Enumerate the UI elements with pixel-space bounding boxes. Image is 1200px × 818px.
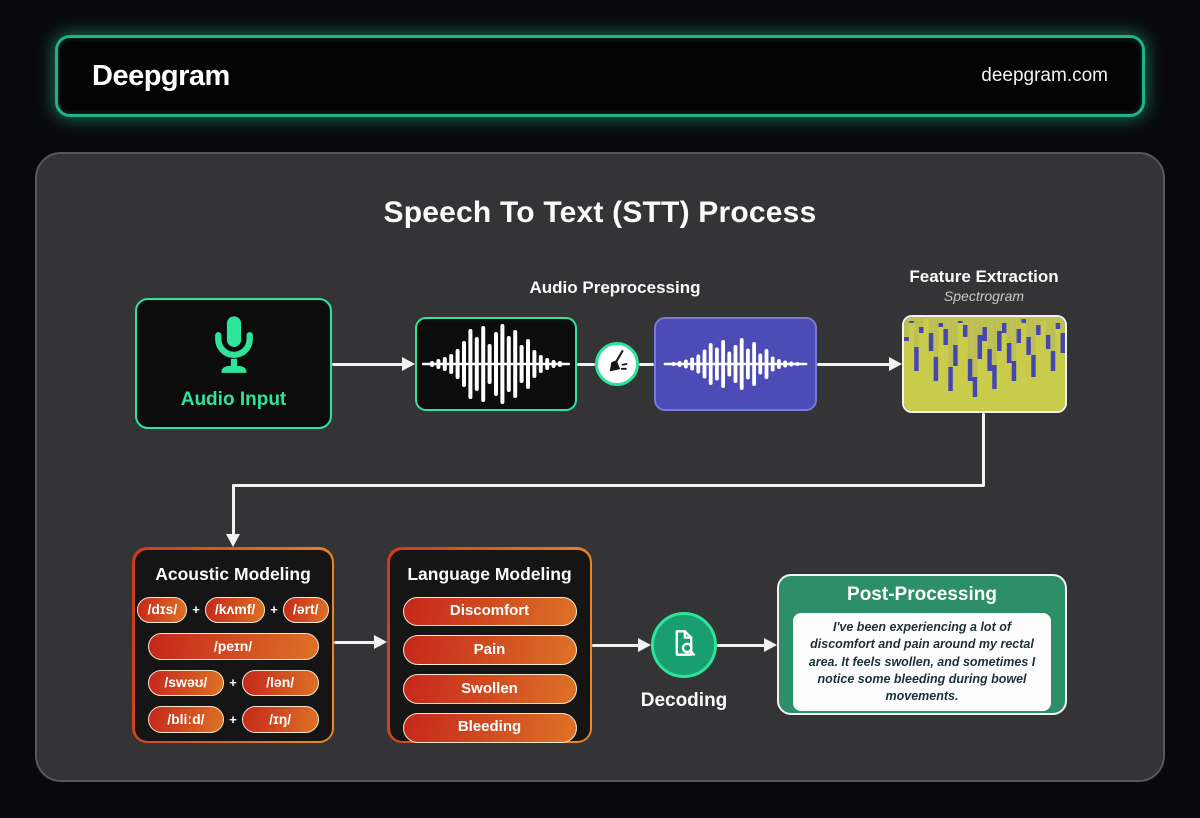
post-processing-box: Post-Processing I've been experiencing a… bbox=[777, 574, 1067, 715]
plus-sign: + bbox=[229, 711, 237, 727]
site-url: deepgram.com bbox=[981, 65, 1108, 86]
broom-icon bbox=[602, 347, 632, 382]
acoustic-modeling-title: Acoustic Modeling bbox=[155, 563, 311, 584]
arrowhead bbox=[226, 534, 240, 547]
arrowhead bbox=[402, 357, 415, 371]
connector-line bbox=[981, 413, 985, 486]
audio-input-box: Audio Input bbox=[135, 298, 332, 429]
decoding-step bbox=[651, 612, 717, 678]
connector-line bbox=[817, 362, 891, 366]
clean-waveform-icon bbox=[656, 319, 815, 409]
phoneme-chip: /swəʊ/ bbox=[147, 669, 225, 696]
raw-waveform-box bbox=[415, 317, 577, 411]
phoneme-chip: /ərt/ bbox=[282, 596, 329, 623]
phoneme-chip: /dɪs/ bbox=[137, 596, 188, 623]
connector-line bbox=[332, 362, 404, 366]
diagram-panel: Speech To Text (STT) Process Audio Prepr… bbox=[35, 152, 1165, 782]
cleaning-step bbox=[595, 342, 639, 386]
post-processing-title: Post-Processing bbox=[847, 584, 997, 605]
connector-line bbox=[592, 643, 640, 647]
feature-extraction-label: Feature Extraction bbox=[909, 267, 1059, 286]
phoneme-chip: /ɪŋ/ bbox=[241, 706, 319, 733]
phoneme-chip: /peɪn/ bbox=[147, 633, 319, 660]
deepgram-logo: Deepgram bbox=[92, 59, 230, 92]
page-title: Speech To Text (STT) Process bbox=[383, 196, 817, 229]
transcript-text: I've been experiencing a lot of discomfo… bbox=[808, 620, 1036, 703]
spectrogram-box bbox=[902, 315, 1067, 413]
microphone-icon bbox=[208, 314, 260, 385]
arrowhead bbox=[764, 638, 777, 652]
arrowhead bbox=[889, 357, 902, 371]
word-pill: Discomfort bbox=[402, 596, 577, 627]
plus-sign: + bbox=[270, 602, 278, 618]
word-pill: Bleeding bbox=[402, 712, 577, 743]
connector-line bbox=[231, 483, 235, 536]
clean-waveform-box bbox=[654, 317, 817, 411]
plus-sign: + bbox=[229, 675, 237, 691]
spectrogram-image bbox=[904, 317, 1065, 411]
connector-line bbox=[577, 362, 595, 366]
word-pill: Swollen bbox=[402, 674, 577, 704]
header-bar: Deepgram deepgram.com bbox=[55, 35, 1145, 117]
phoneme-chip: /lən/ bbox=[241, 669, 319, 696]
acoustic-modeling-box: Acoustic Modeling /dɪs/ + /kʌmf/ + /ərt/… bbox=[132, 547, 334, 743]
audio-input-label: Audio Input bbox=[180, 389, 287, 410]
waveform-icon bbox=[417, 319, 575, 409]
arrowhead bbox=[638, 638, 651, 652]
language-modeling-box: Language Modeling Discomfort Pain Swolle… bbox=[387, 547, 592, 743]
arrowhead bbox=[374, 635, 387, 649]
word-pill: Pain bbox=[402, 635, 577, 665]
connector-line bbox=[334, 640, 376, 644]
decoding-label: Decoding bbox=[640, 690, 728, 711]
connector-line bbox=[717, 643, 766, 647]
phoneme-chip: /kʌmf/ bbox=[204, 596, 266, 623]
plus-sign: + bbox=[192, 602, 200, 618]
phoneme-chip: /bliːd/ bbox=[147, 706, 225, 733]
connector-line bbox=[231, 483, 985, 487]
transcript-panel: I've been experiencing a lot of discomfo… bbox=[793, 613, 1051, 712]
language-modeling-title: Language Modeling bbox=[407, 563, 572, 584]
connector-line bbox=[639, 362, 654, 366]
spectrogram-label: Spectrogram bbox=[943, 288, 1025, 304]
audio-preprocessing-label: Audio Preprocessing bbox=[529, 278, 701, 297]
document-search-icon bbox=[666, 625, 702, 666]
